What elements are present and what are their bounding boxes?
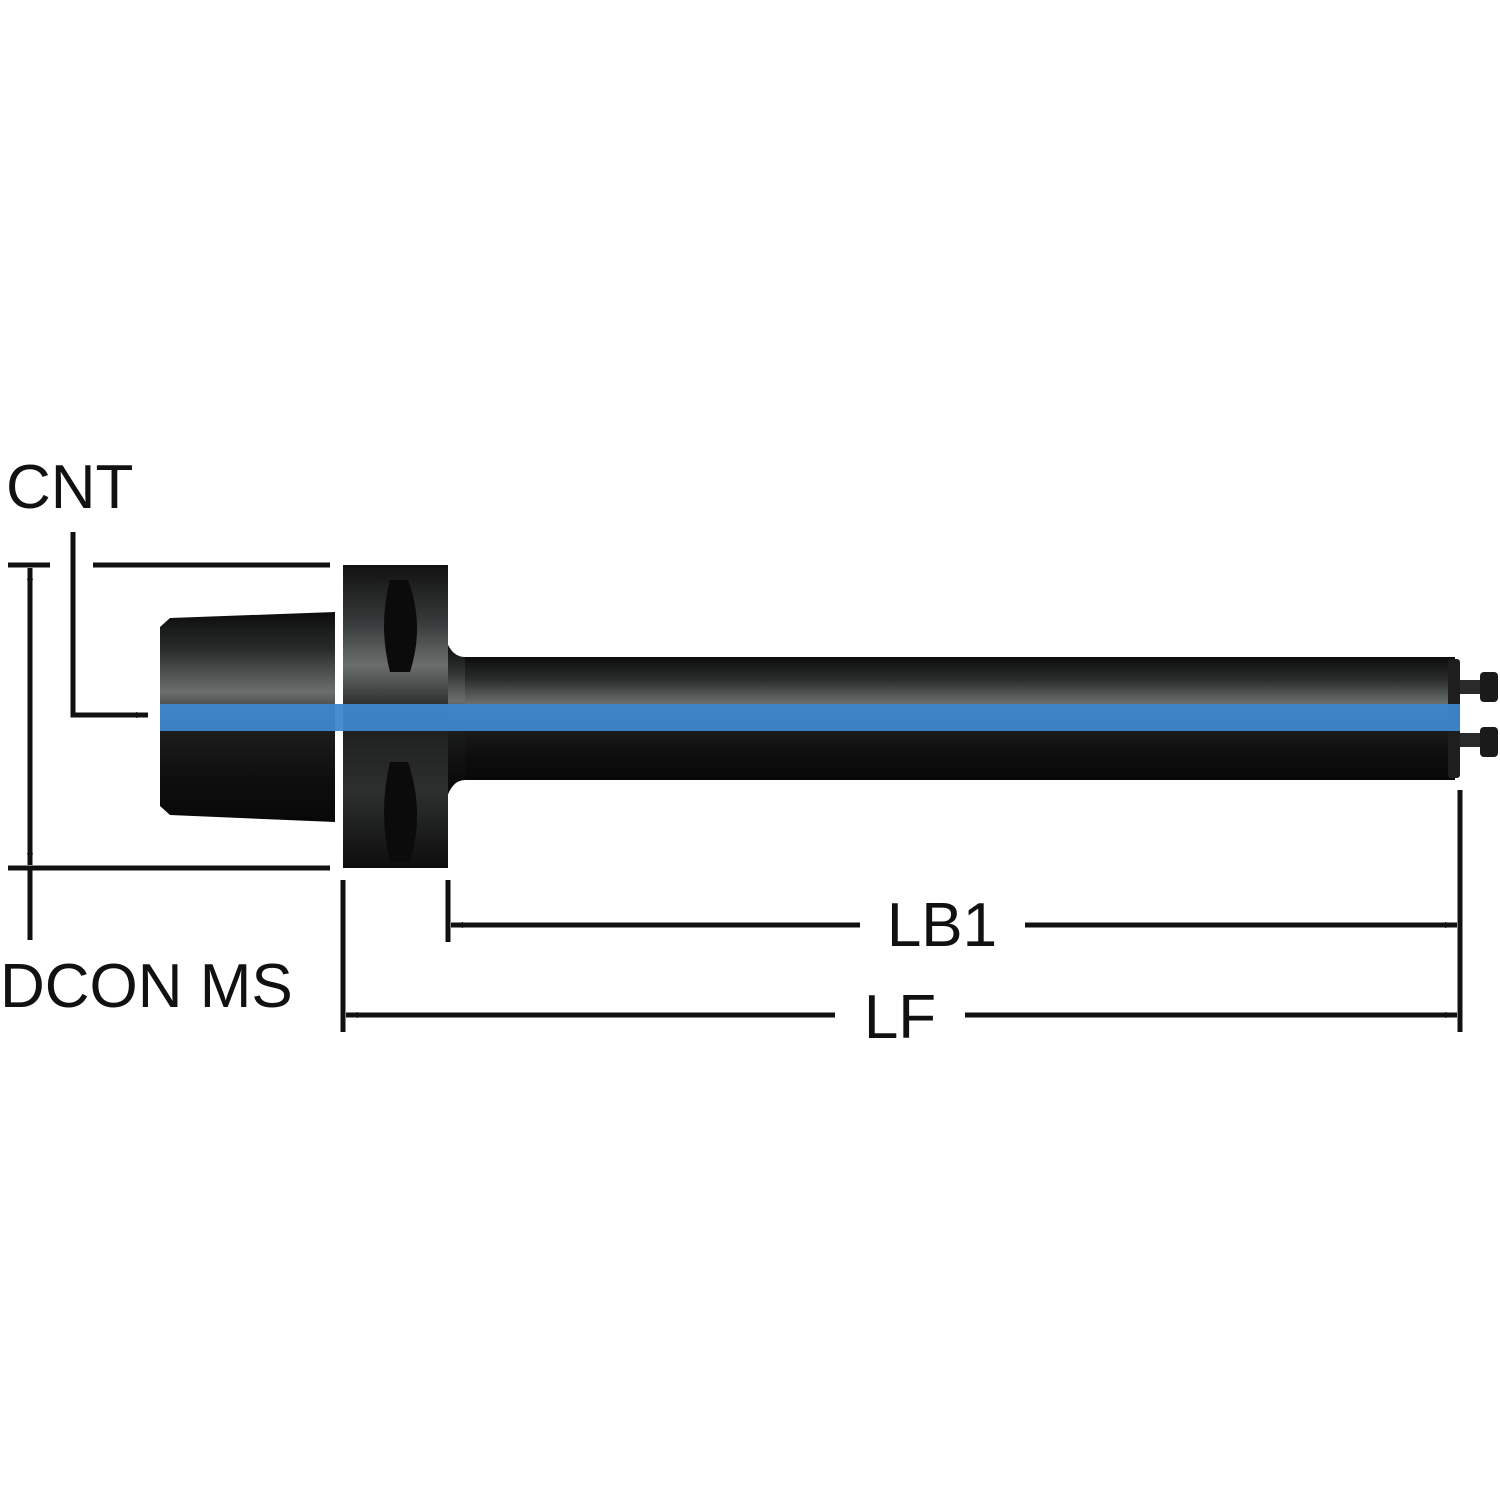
lb1-label: LB1 xyxy=(887,891,997,960)
tool-body xyxy=(160,565,1498,868)
drive-slot-top xyxy=(384,580,418,672)
coolant-band xyxy=(160,704,1460,731)
dcon-ms-label: DCON MS xyxy=(0,952,293,1021)
coolant-screw-top xyxy=(1460,672,1498,702)
cnt-label: CNT xyxy=(6,453,133,522)
cnt-leader xyxy=(70,532,100,718)
lf-label: LF xyxy=(864,983,936,1052)
coolant-screw-bottom xyxy=(1460,727,1498,757)
drive-slot-bottom xyxy=(384,762,418,862)
dimensions xyxy=(8,532,1463,1032)
